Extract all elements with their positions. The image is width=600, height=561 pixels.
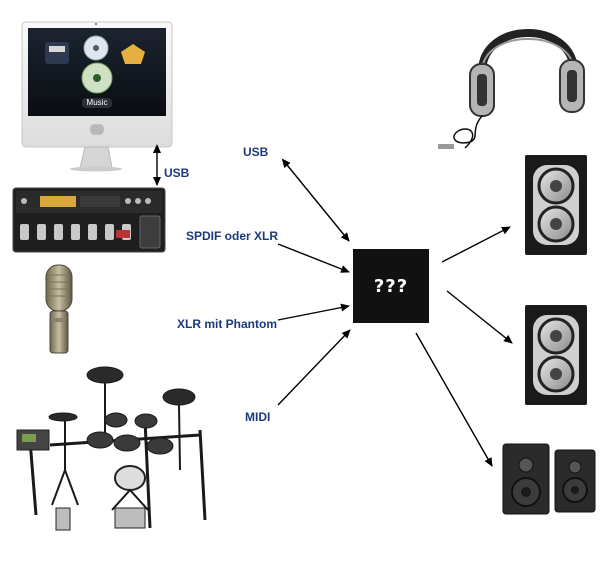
spdif-connector-arrow [277, 243, 350, 273]
condenser-microphone-icon [45, 264, 73, 354]
audio-interface-hub: ??? [353, 249, 429, 323]
computer-icon [21, 21, 173, 172]
studio-monitor-speaker-icon [525, 155, 587, 255]
midi-connector-arrow [277, 329, 351, 406]
monitor-2-arrow [446, 290, 513, 344]
monitor-1-arrow [441, 226, 511, 263]
hub-label: ??? [373, 275, 409, 297]
headphones-icon [438, 29, 585, 149]
desktop-speakers-icon [502, 443, 596, 515]
studio-monitor-speaker-icon [525, 305, 587, 405]
xlr-label: XLR mit Phantom [177, 317, 278, 331]
guitar-multi-effects-pedal-icon [12, 187, 166, 253]
usb-label: USB [243, 145, 269, 159]
electronic-drum-kit-icon [16, 366, 207, 531]
xlr-connector-arrow [277, 303, 350, 321]
spdif-label: SPDIF oder XLR [186, 229, 279, 243]
midi-label: MIDI [245, 410, 271, 424]
desktop-speakers-arrow [415, 332, 493, 467]
usb-computer-label: USB [164, 166, 190, 180]
usb-connector-arrow [281, 158, 350, 242]
computer-dock-label: Music [86, 98, 108, 107]
